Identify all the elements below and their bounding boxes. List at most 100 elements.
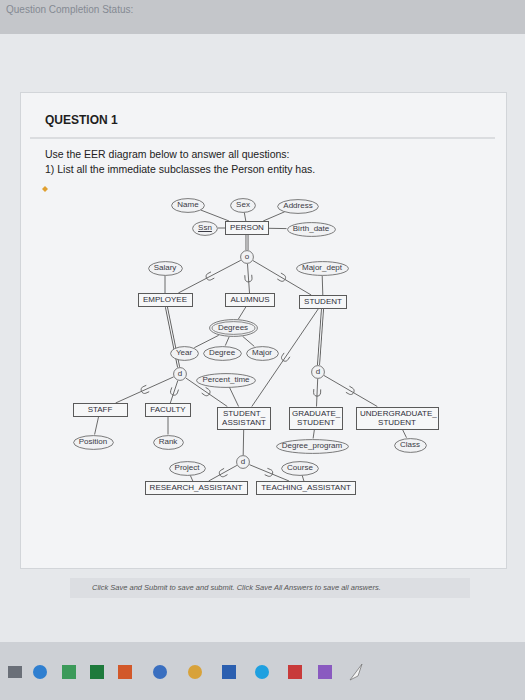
- app-icon: [62, 665, 76, 679]
- connector: [230, 387, 239, 406]
- attribute-name: Class: [400, 440, 420, 449]
- subset-symbol: [245, 275, 252, 282]
- entity-name: STUDENT_ ASSISTANT: [220, 409, 268, 427]
- page-text: Click Save and Submit to save and submit…: [92, 583, 381, 592]
- acrobat-icon: [288, 665, 302, 679]
- attribute-ellipse: Name: [171, 198, 205, 213]
- connector: [201, 210, 229, 221]
- entity-name: RESEARCH_ASSISTANT: [150, 483, 243, 492]
- connector: [263, 212, 284, 221]
- connector: [170, 381, 178, 403]
- connector: [116, 377, 174, 403]
- attribute-name: Rank: [159, 437, 178, 446]
- feather-icon: [350, 664, 362, 680]
- attribute-ellipse: Address: [277, 199, 319, 214]
- attribute-name: Address: [283, 201, 312, 210]
- entity-name: STUDENT: [304, 297, 342, 306]
- specialization-circle: d: [311, 365, 325, 379]
- entity-box: FACULTY: [145, 403, 191, 417]
- attribute-ellipse: Position: [73, 435, 114, 450]
- entity-box: UNDERGRADUATE_ STUDENT: [356, 407, 439, 430]
- connector: [269, 228, 287, 229]
- connector: [243, 430, 245, 456]
- attribute-ellipse: Salary: [148, 261, 183, 276]
- entity-box: GRADUATE_ STUDENT: [289, 407, 343, 430]
- connector: [324, 376, 377, 407]
- entity-name: STAFF: [76, 405, 125, 414]
- attribute-name: Major_dept: [302, 263, 342, 272]
- entity-box: TEACHING_ASSISTANT: [256, 481, 356, 495]
- connector: [209, 465, 237, 481]
- connector: [314, 379, 321, 407]
- attribute-ellipse: Major_dept: [296, 261, 349, 276]
- attribute-name: Degrees: [218, 323, 248, 332]
- constraint-letter: d: [178, 369, 182, 378]
- attribute-ellipse: Degree: [203, 346, 242, 361]
- page-text: Use the EER diagram below to answer all …: [45, 148, 290, 160]
- page-text: 1) List all the immediate subclasses the…: [45, 163, 315, 175]
- connector: [218, 228, 225, 229]
- connector: [322, 276, 324, 296]
- entity-box: STUDENT_ ASSISTANT: [217, 407, 271, 430]
- entity-box: RESEARCH_ASSISTANT: [145, 481, 248, 495]
- word-icon: [222, 665, 236, 679]
- question-heading: QUESTION 1: [45, 113, 118, 127]
- entity-name: TEACHING_ASSISTANT: [261, 483, 351, 492]
- connector: [194, 335, 218, 347]
- connector: [238, 307, 246, 319]
- attribute-ellipse: Ssn: [192, 221, 218, 236]
- attribute-name: Name: [177, 200, 198, 209]
- entity-name: UNDERGRADUATE_ STUDENT: [360, 409, 434, 427]
- entity-name: FACULTY: [150, 405, 185, 414]
- attribute-ellipse: Class: [394, 438, 427, 453]
- attribute-name: Birth_date: [293, 224, 329, 233]
- attribute-name: Position: [79, 437, 107, 446]
- entity-box: ALUMNUS: [225, 293, 275, 307]
- excel-icon: [90, 665, 104, 679]
- page-text: Question Completion Status:: [6, 4, 133, 15]
- attribute-name: Year: [176, 348, 192, 357]
- entity-name: EMPLOYEE: [143, 295, 187, 304]
- entity-box: STUDENT: [299, 295, 347, 309]
- connector: [168, 417, 169, 435]
- entity-box: STAFF: [73, 403, 128, 417]
- connector: [247, 235, 248, 250]
- attribute-ellipse: Rank: [153, 435, 184, 450]
- connector: [243, 336, 255, 346]
- connector: [165, 276, 166, 294]
- entity-box: EMPLOYEE: [138, 293, 193, 307]
- attribute-ellipse: Project: [169, 461, 206, 476]
- entity-name: PERSON: [230, 223, 264, 232]
- attribute-name: Project: [175, 463, 200, 472]
- attribute-ellipse: Percent_time: [196, 373, 256, 388]
- attribute-ellipse: Course: [281, 461, 319, 476]
- attribute-ellipse: Sex: [230, 198, 256, 213]
- connector: [95, 417, 99, 435]
- subset-symbol: [277, 273, 285, 281]
- connector: [178, 260, 241, 293]
- connector: [225, 337, 229, 346]
- attribute-name: Percent_time: [202, 375, 249, 384]
- attribute-ellipse: Degree_program: [276, 439, 349, 454]
- app-icon: [318, 665, 332, 679]
- attribute-name: Salary: [154, 263, 177, 272]
- connector: [244, 213, 246, 222]
- attribute-ellipse: Degrees: [209, 319, 258, 337]
- entity-box: PERSON: [225, 221, 269, 235]
- subset-symbol: [141, 385, 149, 393]
- subset-symbol: [171, 387, 179, 395]
- attribute-ellipse: Major: [246, 346, 279, 361]
- attribute-ellipse: Birth_date: [287, 222, 336, 237]
- connector: [319, 309, 323, 365]
- specialization-circle: d: [173, 367, 187, 381]
- constraint-letter: d: [241, 457, 245, 466]
- connector: [245, 264, 252, 293]
- browser-icon: [33, 665, 47, 679]
- subset-symbol: [206, 272, 214, 280]
- chrome-icon: [188, 665, 202, 679]
- connector: [403, 430, 407, 438]
- subset-symbol: [281, 353, 289, 361]
- start-icon: [8, 666, 22, 678]
- attribute-ellipse: Year: [170, 346, 199, 361]
- attribute-name: Course: [287, 463, 313, 472]
